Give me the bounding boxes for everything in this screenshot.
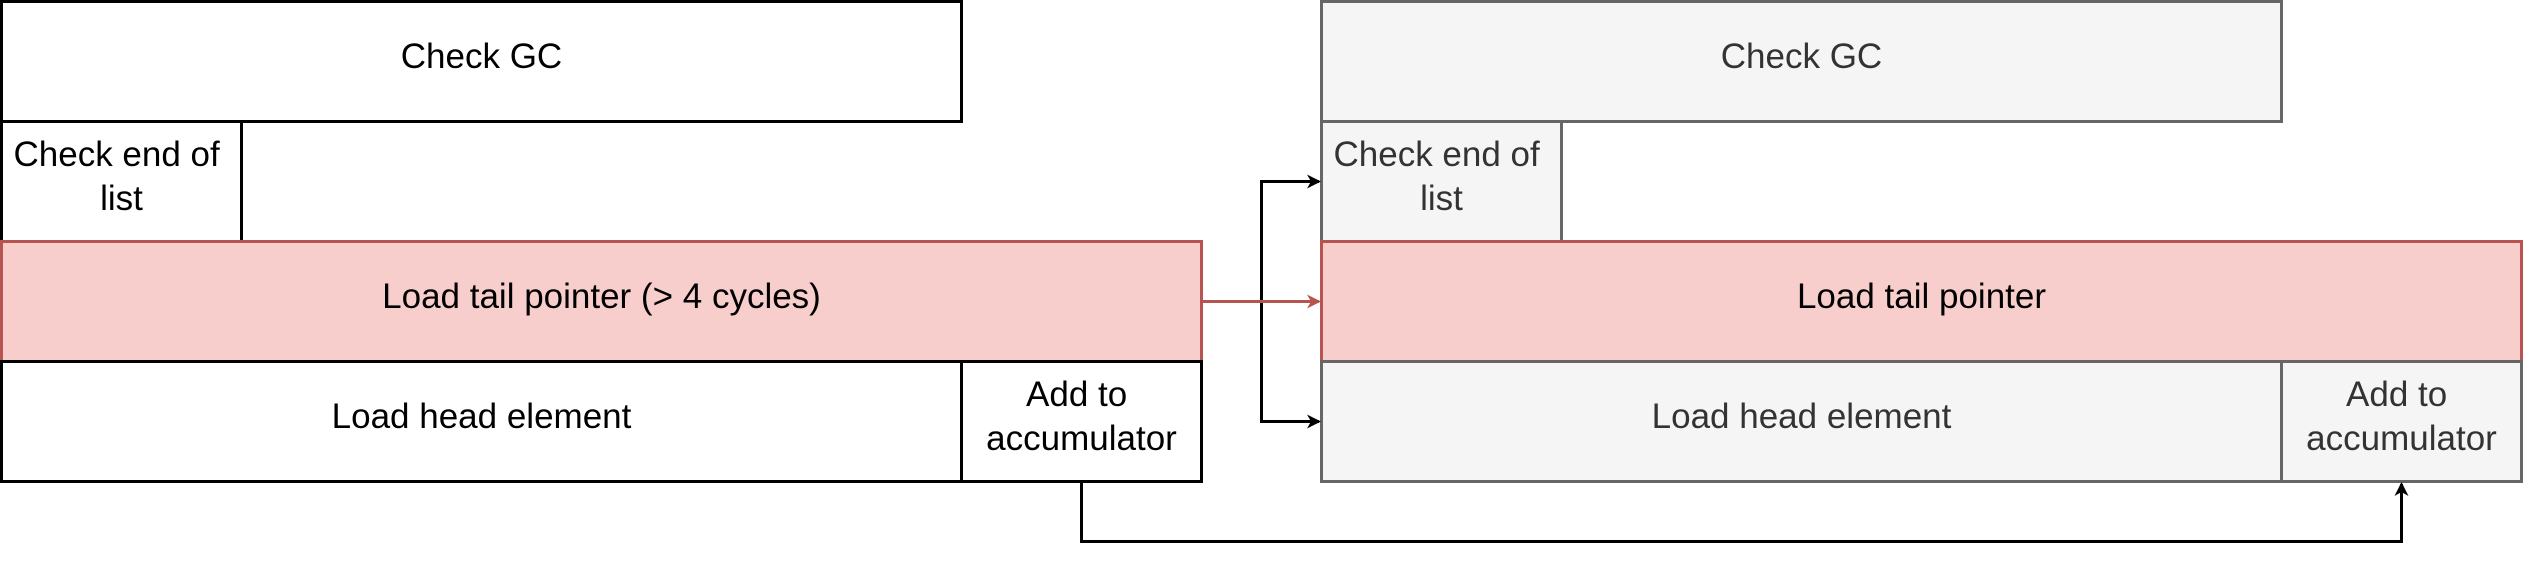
right-load-tail-label: Load tail pointer xyxy=(1797,277,2046,316)
left-check-end-line1: Check end of xyxy=(14,135,221,174)
edge-tail-to-check-end xyxy=(1201,174,1321,303)
edge-tail-to-load-head xyxy=(1201,300,1321,429)
left-load-head-box: Load head element xyxy=(0,360,963,483)
right-add-line1: Add to xyxy=(2346,375,2447,414)
left-load-tail-box: Load tail pointer (> 4 cycles) xyxy=(0,240,1203,363)
right-check-gc-rect xyxy=(1320,0,2283,123)
left-load-tail-label: Load tail pointer (> 4 cycles) xyxy=(382,277,821,316)
right-load-head-label: Load head element xyxy=(1652,397,1952,436)
right-add-accumulator-label: Add to accumulator xyxy=(2306,375,2497,458)
right-load-tail-rect xyxy=(1320,240,2523,363)
left-check-end-box: Check end of list xyxy=(0,120,243,243)
left-check-end-label: Check end of list xyxy=(14,135,230,218)
edge-add-to-add xyxy=(1080,481,2409,543)
right-load-head-box: Load head element xyxy=(1320,360,2283,483)
right-check-end-box: Check end of list xyxy=(1320,120,1563,243)
left-add-accumulator-label: Add to accumulator xyxy=(986,375,1177,458)
left-check-gc-rect xyxy=(0,0,963,123)
right-add-accumulator-rect xyxy=(2280,360,2523,483)
left-add-accumulator-rect xyxy=(960,360,1203,483)
left-add-accumulator-box: Add to accumulator xyxy=(960,360,1203,483)
right-check-end-label: Check end of list xyxy=(1334,135,1550,218)
left-add-line1: Add to xyxy=(1026,375,1127,414)
left-check-gc-box: Check GC xyxy=(0,0,963,123)
right-load-tail-box: Load tail pointer xyxy=(1320,240,2523,363)
left-add-line2: accumulator xyxy=(986,419,1177,458)
left-load-head-rect xyxy=(0,360,963,483)
right-check-end-line1: Check end of xyxy=(1334,135,1541,174)
left-load-head-label: Load head element xyxy=(332,397,632,436)
right-check-end-line2: list xyxy=(1420,179,1463,218)
right-check-gc-box: Check GC xyxy=(1320,0,2283,123)
left-check-end-line2: list xyxy=(100,179,143,218)
right-check-end-rect xyxy=(1320,120,1563,243)
left-check-gc-label: Check GC xyxy=(401,37,562,76)
right-add-line2: accumulator xyxy=(2306,419,2497,458)
right-add-accumulator-box: Add to accumulator xyxy=(2280,360,2523,483)
right-check-gc-label: Check GC xyxy=(1721,37,1882,76)
left-check-end-rect xyxy=(0,120,243,243)
